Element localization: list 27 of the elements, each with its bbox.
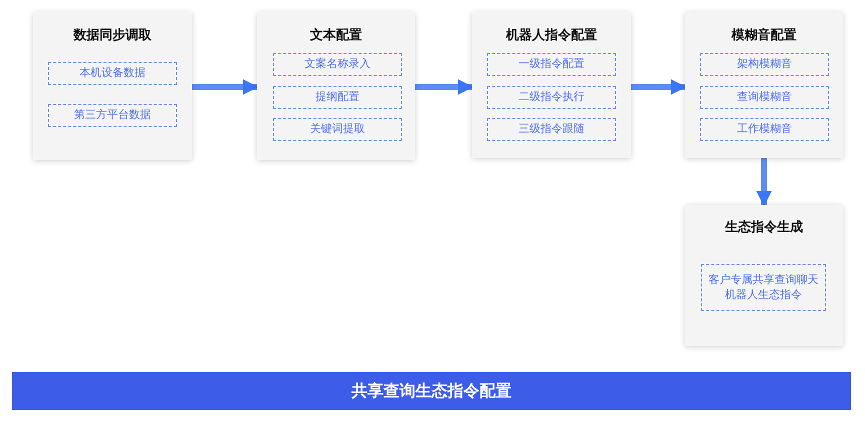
dashed-item: 第三方平台数据 bbox=[48, 104, 177, 127]
card-heading: 生态指令生成 bbox=[724, 219, 804, 236]
step-card bbox=[33, 12, 192, 160]
dashed-item: 工作模糊音 bbox=[700, 118, 829, 141]
dashed-item: 本机设备数据 bbox=[48, 62, 177, 85]
arrow bbox=[192, 79, 259, 95]
card-heading: 机器人指令配置 bbox=[504, 27, 598, 44]
dashed-item: 一级指令配置 bbox=[487, 53, 616, 76]
banner-bar: 共享查询生态指令配置 bbox=[12, 372, 851, 410]
card-heading: 模糊音配置 bbox=[730, 26, 798, 44]
dashed-item: 关键词提取 bbox=[273, 118, 402, 141]
step-card bbox=[685, 205, 843, 346]
step-card bbox=[257, 12, 415, 160]
dashed-item: 文案名称录入 bbox=[273, 53, 402, 76]
step-card bbox=[685, 12, 843, 158]
dashed-item: 三级指令跟随 bbox=[487, 118, 616, 141]
dashed-item: 二级指令执行 bbox=[487, 86, 616, 109]
arrow bbox=[415, 79, 474, 95]
step-card bbox=[472, 12, 631, 158]
arrow bbox=[756, 158, 772, 207]
dashed-item: 提纲配置 bbox=[273, 86, 402, 109]
card-heading: 文本配置 bbox=[309, 26, 363, 44]
card-heading: 数据同步调取 bbox=[72, 27, 152, 44]
arrow bbox=[631, 79, 687, 95]
dashed-item: 查询模糊音 bbox=[700, 86, 829, 109]
dashed-item: 客户专属共享查询聊天机器人生态指令 bbox=[701, 264, 826, 311]
dashed-item: 架构模糊音 bbox=[700, 53, 829, 76]
